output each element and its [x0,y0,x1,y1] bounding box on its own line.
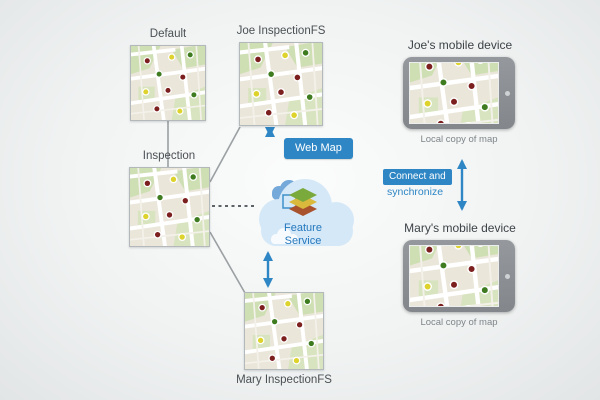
web-map-badge: Web Map [284,138,353,159]
map-label-joe-inspectionfs: Joe InspectionFS [236,25,326,37]
tablet-icon-joe [403,57,515,129]
street-map-icon [131,46,205,120]
layers-icon [282,188,317,216]
device-title-joe: Joe's mobile device [407,38,513,52]
camera-dot-icon [505,90,510,96]
connector-inspection-mary [209,231,246,294]
map-label-inspection: Inspection [142,150,196,162]
map-label-mary-inspectionfs: Mary InspectionFS [236,374,332,386]
cloud-white-puff [271,228,298,244]
street-map-icon [410,246,498,306]
map-thumbnail-mary-inspectionfs [244,292,324,370]
tablet-screen-map [409,62,499,124]
device-title-mary: Mary's mobile device [404,221,516,235]
device-caption-joe: Local copy of map [420,134,498,145]
device-caption-mary: Local copy of map [420,317,498,328]
feature-service-cloud: Feature Service [243,162,363,262]
map-thumbnail-joe-inspectionfs [239,42,323,126]
street-map-icon [240,43,322,125]
cloud-icon [259,179,354,246]
camera-dot-icon [505,273,510,279]
sync-label-line2: synchronize [387,186,444,198]
sync-label-line1: Connect and [383,169,452,185]
street-map-icon [130,168,209,246]
feature-service-label: Feature Service [284,222,322,248]
cloud-body [259,179,354,246]
street-map-icon [410,63,498,123]
tablet-icon-mary [403,240,515,312]
map-thumbnail-default [130,45,206,121]
tablet-screen-map [409,245,499,307]
street-map-icon [245,293,323,369]
map-label-default: Default [149,28,187,40]
map-thumbnail-inspection [129,167,210,247]
